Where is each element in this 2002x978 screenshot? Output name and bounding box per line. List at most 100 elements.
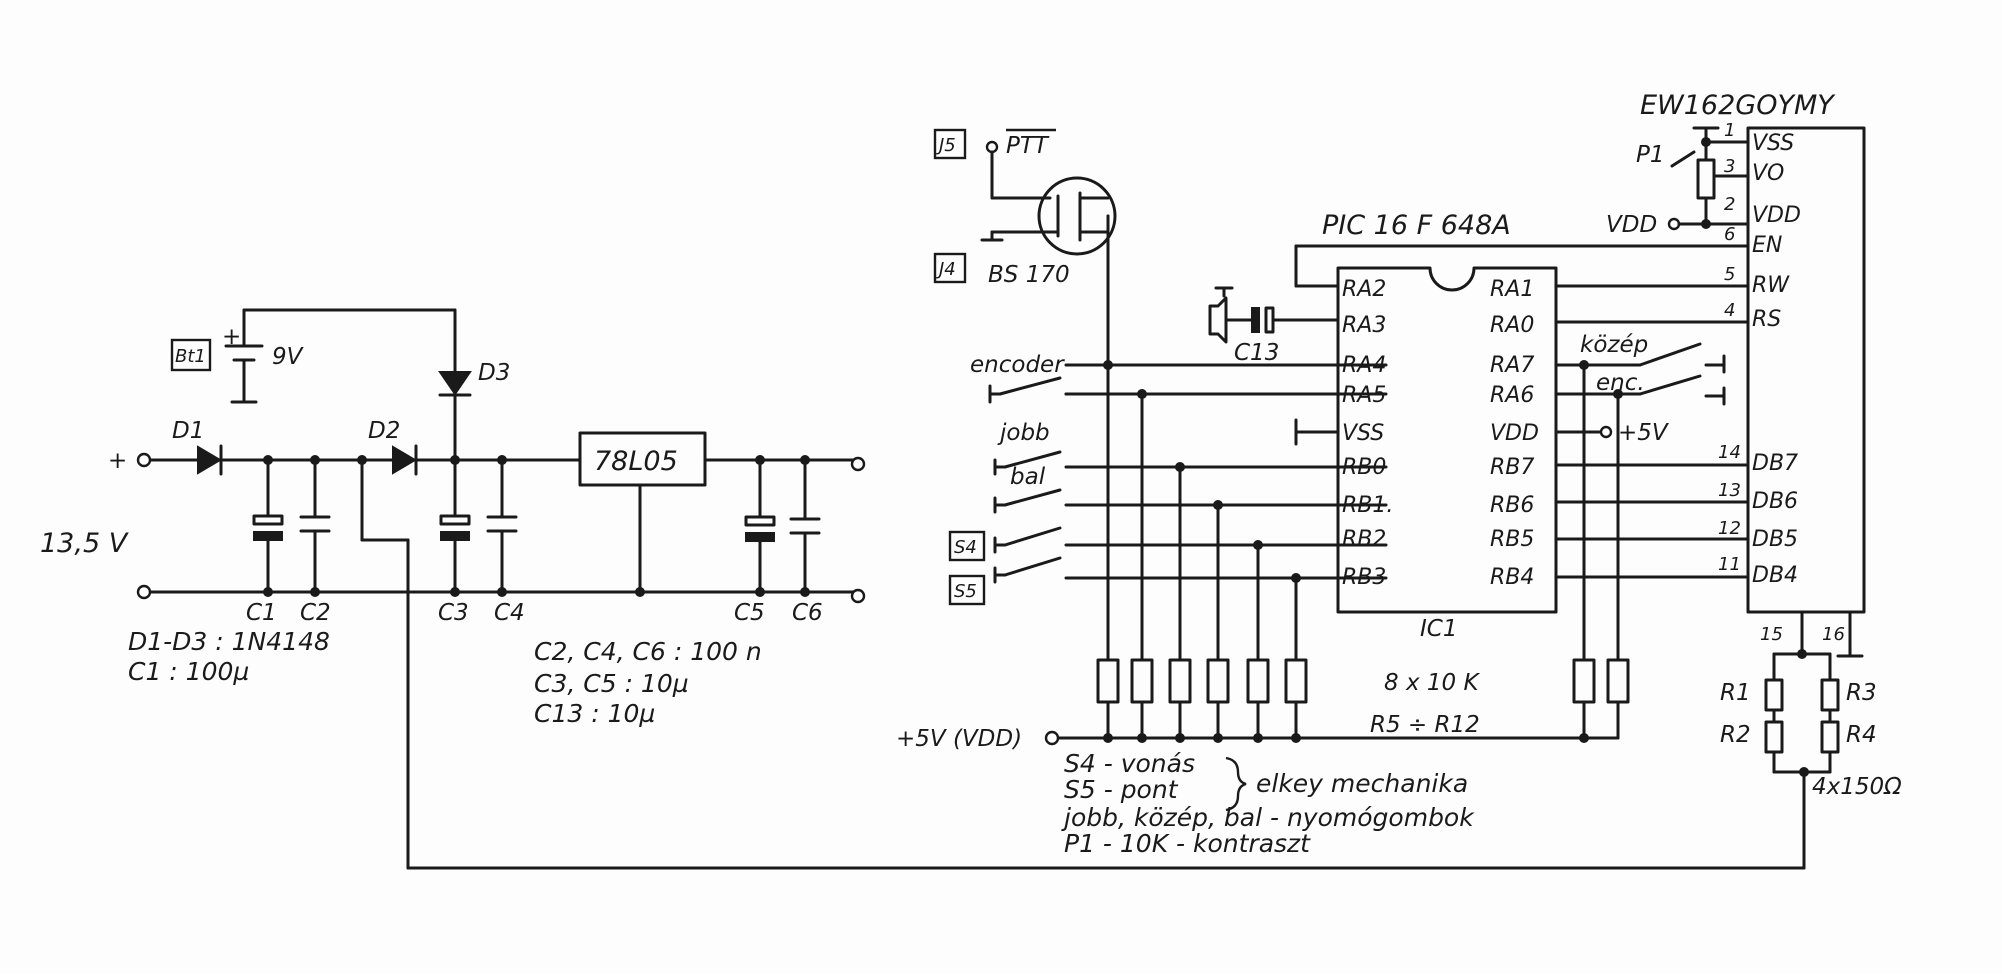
pullup-range-label: R5 ÷ R12: [1370, 712, 1480, 738]
lcd-pin-vss: VSS: [1752, 131, 1794, 156]
c4-label: C4: [494, 600, 525, 626]
pic-mcu: PIC 16 F 648A IC1 RA2 RA3 RA4 RA5 VSS RB…: [1294, 210, 1750, 642]
r3-label: R3: [1846, 680, 1877, 706]
lcd-num-11: 11: [1718, 554, 1741, 575]
pullup-resistors: +5V (VDD) 8 x 10 K R5 ÷ R12: [896, 360, 1630, 752]
pin-rb3: RB3: [1342, 565, 1386, 590]
c2-label: C2: [300, 600, 331, 626]
output-bottom-terminal: [850, 588, 866, 604]
output-top-terminal: [850, 456, 866, 472]
diode-d3: D3: [438, 360, 510, 397]
d2-label: D2: [368, 418, 400, 444]
switch-jobb-label: jobb: [997, 420, 1050, 446]
lcd-pin-db7: DB7: [1752, 451, 1798, 476]
lcd-pin-db5: DB5: [1752, 527, 1798, 552]
s4-box: [948, 530, 986, 562]
j5-box: [933, 128, 967, 160]
pin-ra4: RA4: [1342, 353, 1386, 378]
pot-label: P1: [1636, 142, 1665, 168]
lcd-pin-db6: DB6: [1752, 489, 1798, 514]
pin-ra5: RA5: [1342, 383, 1386, 408]
c5-label: C5: [734, 600, 765, 626]
ptt-label: PTT: [1006, 133, 1050, 159]
lcd-part-label: EW162GOYMY: [1640, 90, 1836, 121]
pin-ra1: RA1: [1490, 277, 1534, 302]
d3-label: D3: [478, 360, 510, 386]
pin-rb5: RB5: [1490, 527, 1534, 552]
power-supply-section: + D1 D2 78L05 13,5 V: [40, 308, 1806, 870]
pin-vdd: VDD: [1490, 421, 1539, 446]
capacitor-c4: C4: [486, 458, 525, 626]
lcd-pin-db4: DB4: [1752, 563, 1798, 588]
backlight-res-value: 4x150Ω: [1812, 774, 1902, 800]
lcd-num-13: 13: [1718, 480, 1741, 501]
battery-bt1: Bt1 + 9V: [170, 308, 305, 404]
pin-vss: VSS: [1342, 421, 1384, 446]
j4-box: [933, 252, 967, 284]
input-minus-terminal: [136, 584, 152, 600]
capacitor-c1: C1: [246, 458, 284, 626]
legend-group: elkey mechanika: [1256, 769, 1468, 798]
r1-label: R1: [1720, 680, 1751, 706]
c1-label: C1: [246, 600, 277, 626]
transistor-bs170: [1037, 176, 1117, 256]
legend-pot: P1 - 10K - kontraszt: [1064, 829, 1311, 858]
cap-note-1: C2, C4, C6 : 100 n: [534, 637, 762, 666]
s4-label: S4: [954, 537, 977, 558]
legend-buttons: jobb, közép, bal - nyomógombok: [1061, 803, 1475, 832]
lcd-num-3: 3: [1724, 156, 1735, 177]
pullup-value-label: 8 x 10 K: [1384, 670, 1480, 696]
diode-note: D1-D3 : 1N4148: [128, 627, 330, 656]
lcd-pin-en: EN: [1752, 233, 1782, 258]
s5-label: S5: [954, 581, 977, 602]
switch-bank: encoder jobb bal S4 S5: [948, 352, 1388, 606]
pin-rb0: RB0: [1342, 455, 1386, 480]
ptt-section: J5 PTT J4 BS 170: [933, 128, 1117, 367]
pin-rb7: RB7: [1490, 455, 1534, 480]
mcu-part-label: PIC 16 F 648A: [1322, 210, 1511, 241]
battery-label: Bt1: [175, 346, 206, 367]
lcd-vdd-label: VDD: [1606, 212, 1657, 238]
switch-encoder-label: encoder: [970, 352, 1065, 378]
lcd-num-14: 14: [1718, 442, 1741, 463]
vdd-rail-label: +5V (VDD): [896, 726, 1022, 752]
lcd-num-6: 6: [1724, 224, 1735, 245]
capacitor-c5: C5: [734, 458, 776, 626]
input-plus-terminal: [136, 452, 152, 468]
lcd-pin-rw: RW: [1752, 273, 1790, 298]
battery-plus: +: [222, 324, 241, 350]
capacitor-c6: C6: [789, 458, 823, 626]
lcd-module: EW162GOYMY VSS VO VDD EN RW RS DB7 DB6 D…: [1606, 90, 1902, 800]
mcu-ref-label: IC1: [1420, 616, 1457, 642]
j5-label: J5: [936, 135, 956, 156]
regulator-78l05: 78L05: [578, 431, 707, 594]
d1-label: D1: [172, 418, 204, 444]
input-voltage-label: 13,5 V: [40, 528, 130, 559]
lcd-num-5: 5: [1724, 264, 1735, 285]
lcd-num-2: 2: [1724, 194, 1735, 215]
lcd-num-16: 16: [1822, 624, 1845, 645]
pin-ra3: RA3: [1342, 313, 1386, 338]
cap-note-3: C13 : 10µ: [534, 699, 655, 728]
capacitor-c3: C3: [438, 458, 471, 626]
s5-box: [948, 574, 986, 606]
cap-note-2: C3, C5 : 10µ: [534, 669, 689, 698]
legend-s5: S5 - pont: [1064, 775, 1179, 804]
pin-rb4: RB4: [1490, 565, 1534, 590]
pin-ra0: RA0: [1490, 313, 1534, 338]
lcd-num-15: 15: [1760, 624, 1783, 645]
legend-notes: S4 - vonás S5 - pont elkey mechanika job…: [1061, 749, 1475, 858]
kozep-label: közép: [1580, 332, 1648, 358]
legend-s4: S4 - vonás: [1064, 749, 1195, 778]
lcd-num-4: 4: [1724, 300, 1735, 321]
transistor-label: BS 170: [988, 262, 1070, 288]
c3-label: C3: [438, 600, 469, 626]
c13-label: C13: [1234, 340, 1279, 366]
battery-voltage: 9V: [272, 344, 305, 370]
capacitor-c2: C2: [299, 458, 331, 626]
lcd-num-12: 12: [1718, 518, 1741, 539]
pin-rb1: RB1.: [1342, 493, 1393, 518]
r2-label: R2: [1720, 722, 1751, 748]
